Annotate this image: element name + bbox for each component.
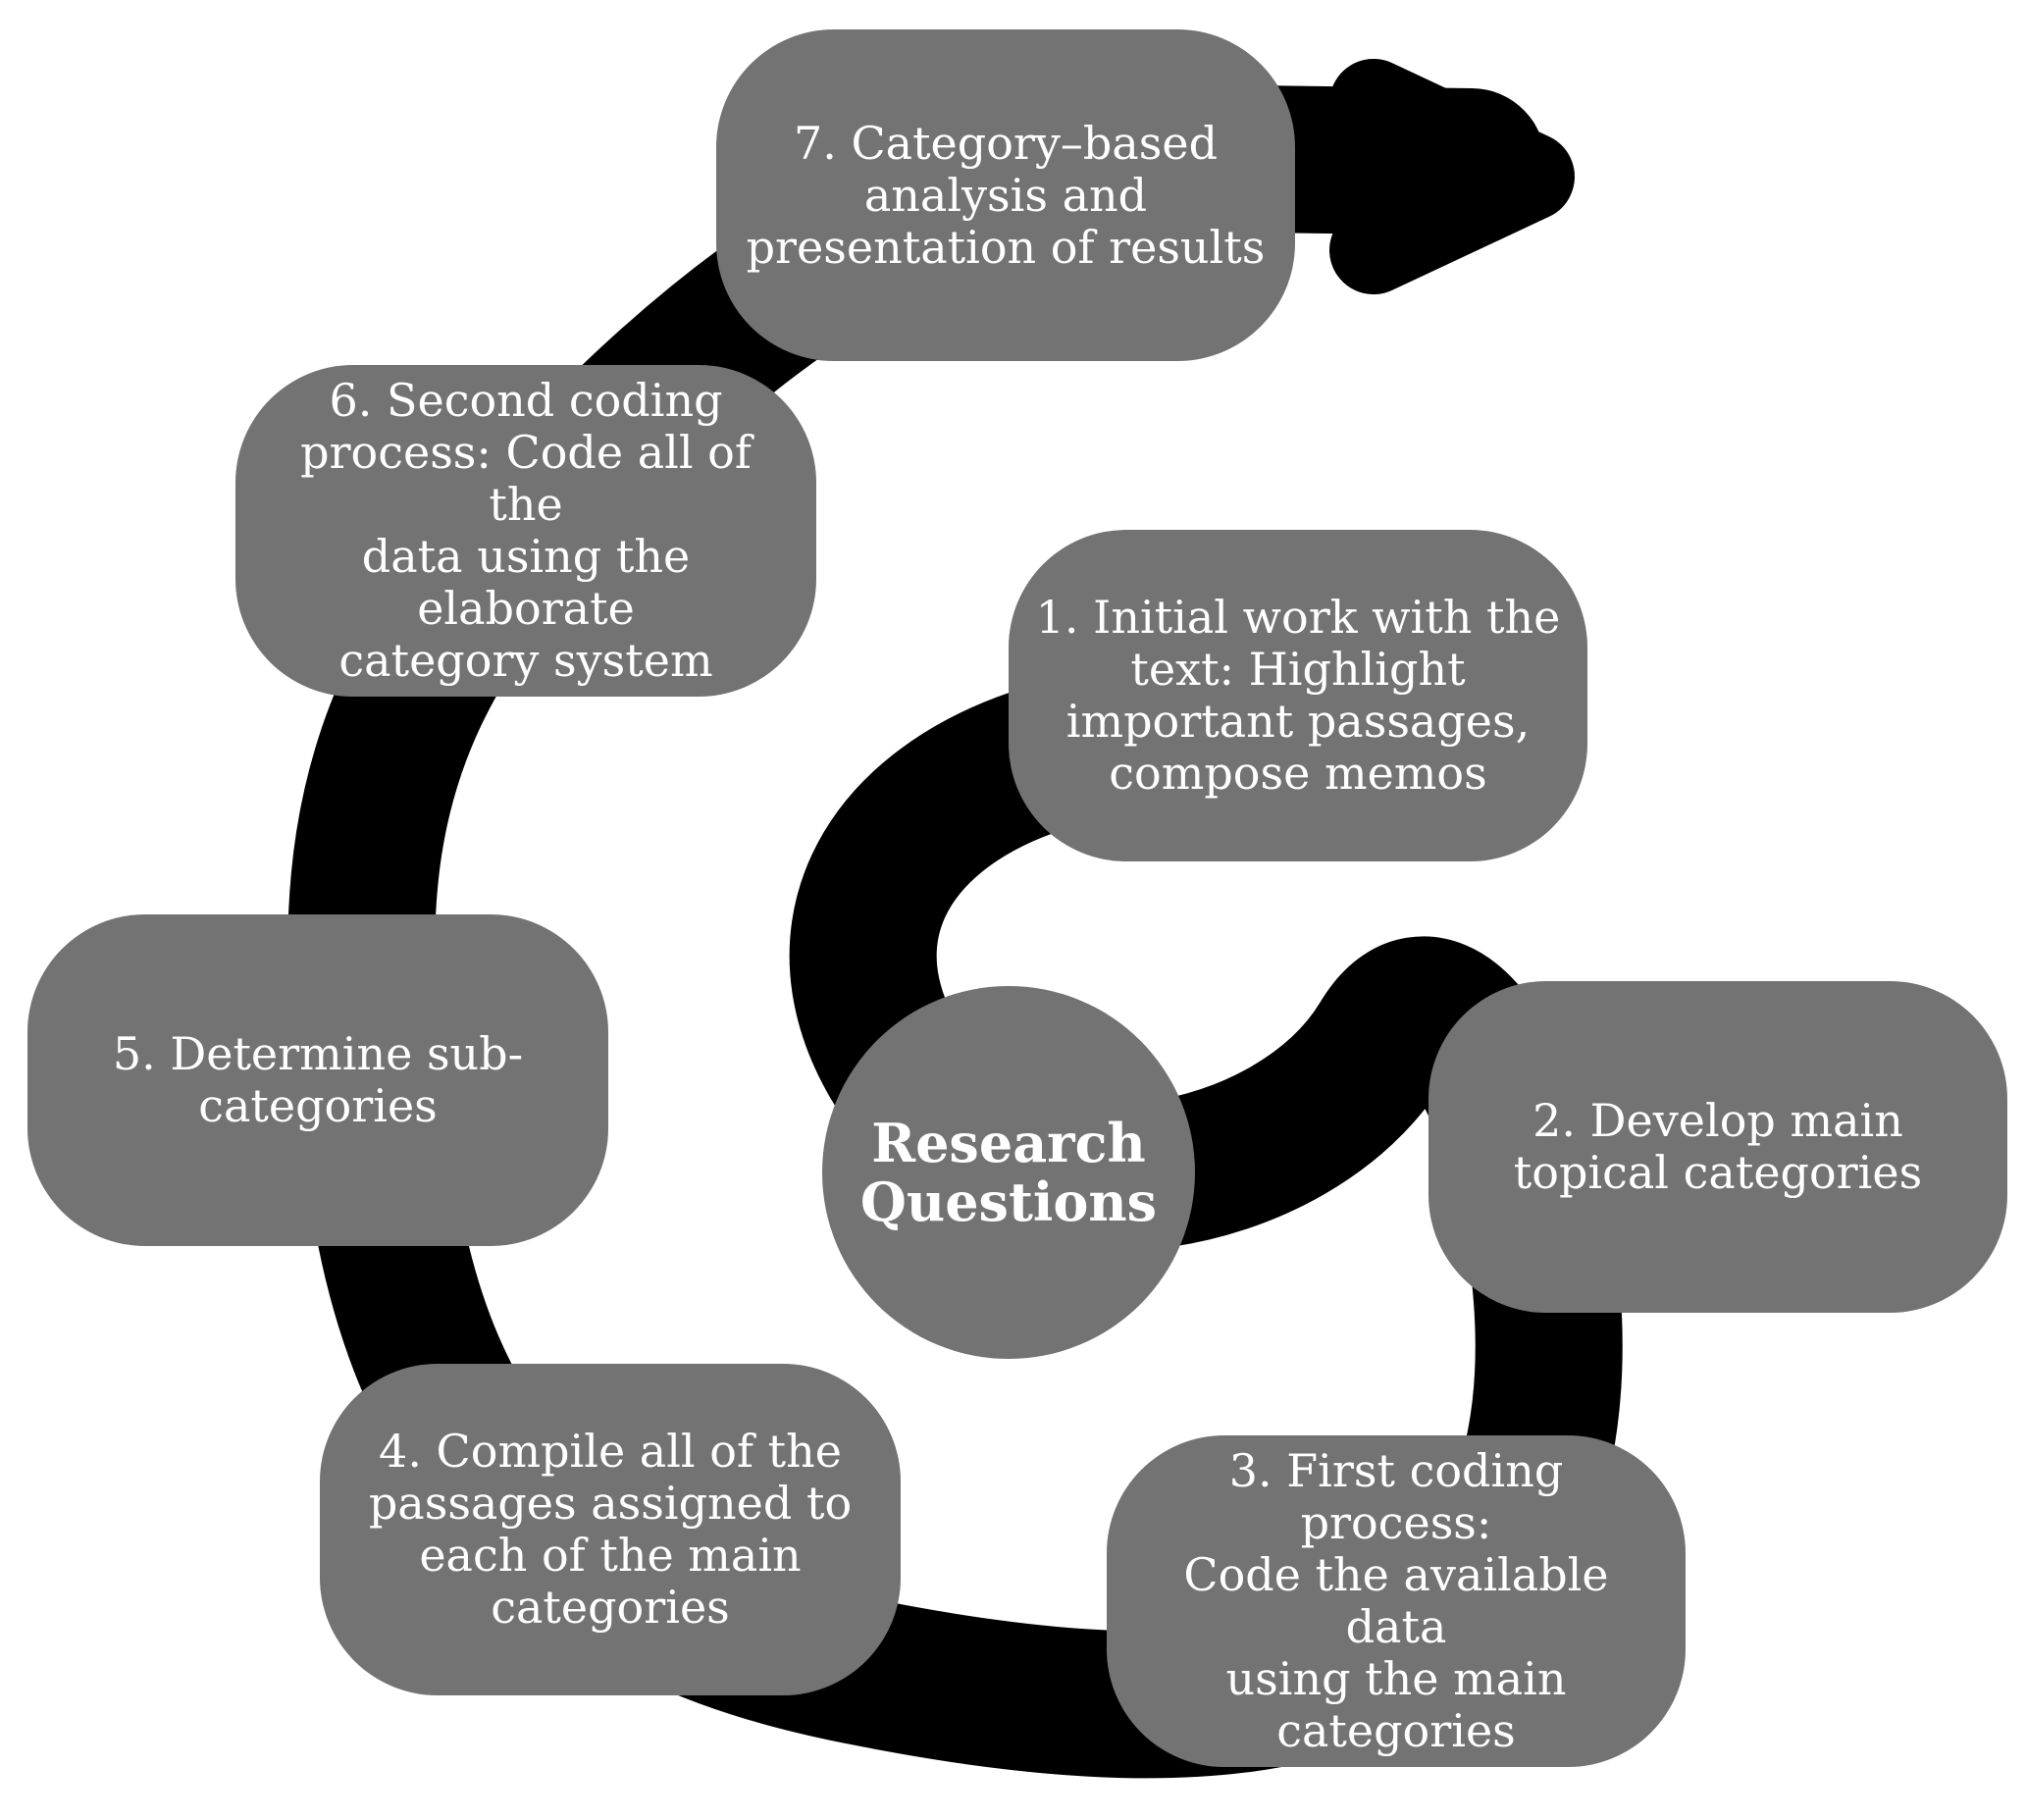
step-6-node: 6. Second coding process: Code all of th… <box>235 365 816 697</box>
step-7-line-1: 7. Category–based <box>793 116 1219 170</box>
center-line-1: Research <box>871 1112 1146 1174</box>
step-1-line-1: 1. Initial work with the <box>1035 591 1561 644</box>
step-1-line-2: text: Highlight <box>1130 643 1466 696</box>
step-7-node: 7. Category–based analysis and presentat… <box>716 29 1295 361</box>
step-1-line-3: important passages, <box>1065 695 1531 748</box>
step-4-line-3: each of the main <box>419 1529 802 1582</box>
step-4-node: 4. Compile all of the passages assigned … <box>320 1364 901 1695</box>
step-4-line-4: categories <box>491 1581 730 1634</box>
step-2-node: 2. Develop main topical categories <box>1428 981 2007 1313</box>
step-6-line-4: category system <box>338 634 713 687</box>
step-6-line-1: 6. Second coding <box>329 374 723 427</box>
center-line-2: Questions <box>859 1170 1158 1233</box>
step-3-line-1: 3. First coding process: <box>1228 1444 1564 1549</box>
step-3-line-2: Code the available data <box>1183 1548 1609 1653</box>
step-3-node: 3. First coding process: Code the availa… <box>1107 1435 1686 1767</box>
step-6-line-2: process: Code all of the <box>300 426 752 531</box>
step-4-line-1: 4. Compile all of the <box>379 1425 842 1478</box>
step-6-line-3: data using the elaborate <box>361 530 691 635</box>
step-7-line-3: presentation of results <box>746 220 1266 274</box>
step-4-line-2: passages assigned to <box>368 1477 853 1530</box>
step-3-line-3: using the main <box>1225 1652 1567 1705</box>
step-5-line-1: 5. Determine sub- <box>112 1027 524 1080</box>
step-5-node: 5. Determine sub- categories <box>27 914 608 1246</box>
step-3-line-4: categories <box>1276 1704 1516 1757</box>
step-2-line-2: topical categories <box>1513 1146 1923 1199</box>
step-5-line-2: categories <box>198 1079 438 1132</box>
arrowhead <box>1329 59 1575 294</box>
step-2-line-1: 2. Develop main <box>1532 1094 1903 1147</box>
step-1-node: 1. Initial work with the text: Highlight… <box>1009 530 1587 861</box>
step-1-line-4: compose memos <box>1109 747 1487 800</box>
step-7-line-2: analysis and <box>863 168 1148 222</box>
center-research-questions: Research Questions <box>822 986 1195 1359</box>
